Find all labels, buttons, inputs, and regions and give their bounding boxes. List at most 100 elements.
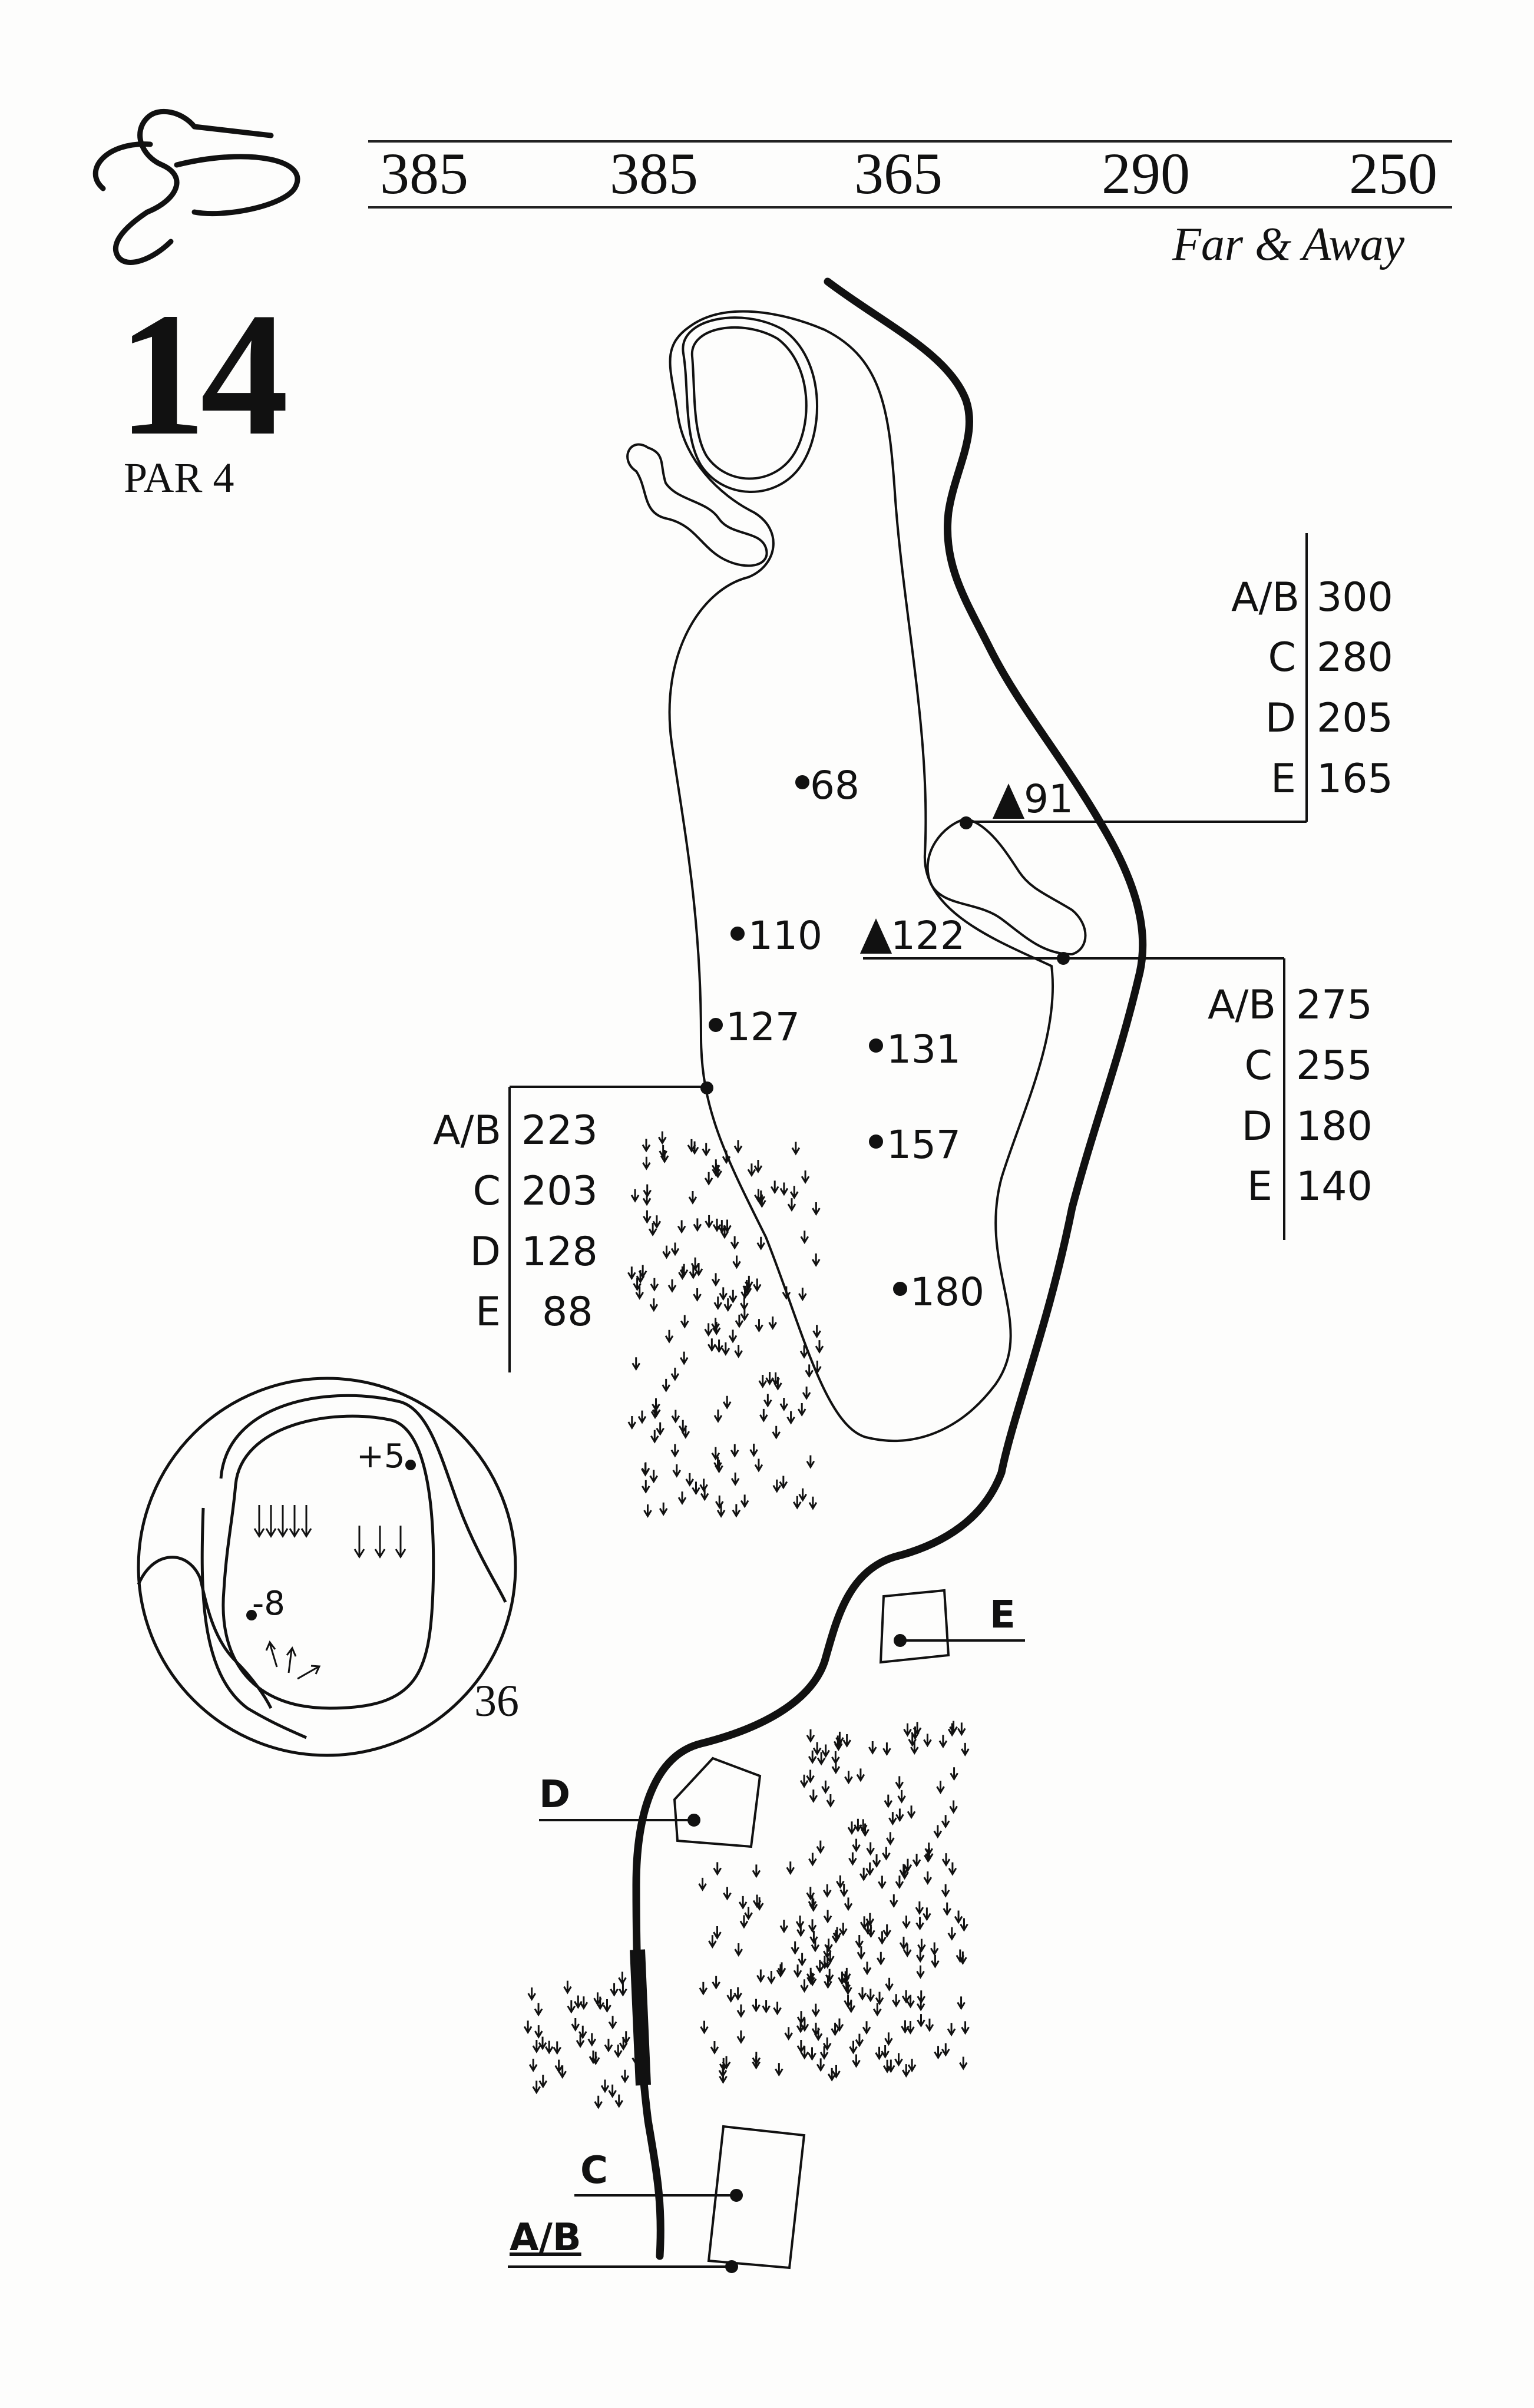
grass-tuft	[713, 1456, 722, 1470]
grass-tuft	[949, 1721, 958, 1735]
grass-tuft	[791, 1941, 799, 1955]
grass-tuft	[865, 1862, 874, 1876]
point-label-122: 122	[891, 913, 965, 958]
grass-tuft	[618, 1972, 627, 1986]
yard-value: 203	[521, 1168, 598, 1215]
grass-tuft	[865, 1913, 875, 1927]
grass-tuft	[923, 1907, 931, 1921]
grass-tuft	[699, 1478, 708, 1493]
grass-tuft	[563, 1980, 572, 1994]
tee-label: E	[1271, 756, 1296, 802]
grass-tuft	[604, 2039, 613, 2053]
grass-tuft	[806, 1971, 815, 1985]
grass-tuft	[954, 1910, 963, 1924]
grass-tuft	[733, 1140, 743, 1154]
grass-tuft	[591, 2052, 600, 2066]
grass-tuft	[882, 1924, 891, 1938]
hole-number: 14	[118, 276, 289, 472]
grass-tuft	[793, 1964, 802, 1979]
grass-tuft	[567, 2000, 576, 2014]
grass-tuft	[734, 1344, 743, 1358]
grass-tuft	[906, 1994, 915, 2009]
grass-tuft	[608, 2084, 617, 2098]
grass-tuft	[712, 1976, 720, 1990]
grass-tuft	[915, 1901, 924, 1915]
rough-tufts	[523, 1131, 970, 2109]
grass-tuft	[806, 1455, 815, 1469]
grass-tuft	[705, 1215, 713, 1229]
grass-tuft	[842, 1734, 851, 1748]
grass-tuft	[756, 1969, 765, 1983]
grass-tuft	[593, 1992, 602, 2006]
grass-tuft	[554, 2059, 563, 2073]
grass-tuft	[878, 1876, 887, 1890]
yard-value: 140	[1296, 1163, 1373, 1210]
grass-tuft	[754, 1458, 763, 1473]
grass-tuft	[758, 1375, 767, 1388]
grass-tuft	[771, 1372, 780, 1386]
point-label-127: 127	[726, 1004, 800, 1050]
green-outer	[682, 316, 818, 493]
grass-tuft	[894, 2053, 903, 2067]
grass-tuft	[822, 2037, 832, 2051]
inset-back-label: +5	[356, 1437, 405, 1476]
yardage-tee-1: 385	[380, 141, 468, 206]
grass-tuft	[827, 2068, 837, 2082]
grass-tuft	[917, 2014, 925, 2028]
yardage-tee-4: 290	[1102, 141, 1190, 206]
tee-label-d: D	[539, 1773, 571, 1817]
grass-tuft	[571, 2018, 580, 2032]
grass-tuft	[805, 1364, 814, 1378]
grass-tuft	[806, 1887, 815, 1901]
grass-tuft	[749, 1443, 758, 1457]
grass-tuft	[802, 1386, 811, 1400]
grass-tuft	[765, 1372, 774, 1385]
grass-tuft	[650, 1278, 659, 1292]
grass-tuft	[767, 1971, 776, 1984]
grass-tuft	[733, 1987, 742, 2001]
tee-label: A/B	[1231, 574, 1300, 621]
grass-tuft	[806, 1729, 815, 1743]
grass-tuft	[799, 1774, 809, 1788]
triangle-122	[859, 918, 892, 954]
grass-tuft	[576, 2034, 585, 2048]
grass-tuft	[532, 2080, 541, 2095]
dot-68	[795, 775, 809, 789]
grass-tuft	[659, 1502, 668, 1516]
yardage-tee-2: 385	[610, 141, 698, 206]
grass-tuft	[961, 2021, 970, 2035]
grass-tuft	[600, 2079, 610, 2093]
grass-tuft	[808, 1896, 817, 1909]
grass-tuft	[819, 2046, 829, 2060]
marker-dot-mid	[1057, 952, 1070, 965]
grass-tuft	[635, 1286, 644, 1300]
grass-tuft	[906, 2020, 915, 2035]
grass-tuft	[690, 1141, 699, 1155]
grass-tuft	[795, 1916, 805, 1929]
grass-tuft	[847, 1821, 857, 1835]
grass-tuft	[859, 1916, 869, 1930]
grass-tuft	[798, 1288, 807, 1301]
grass-tuft	[941, 1815, 950, 1829]
tee-label: A/B	[1208, 982, 1277, 1028]
grass-tuft	[752, 1864, 761, 1878]
grass-tuft	[662, 1378, 670, 1392]
grass-tuft	[891, 1994, 901, 2008]
grass-tuft	[702, 1143, 711, 1157]
grass-tuft	[779, 1476, 788, 1490]
grass-tuft	[957, 1722, 966, 1736]
grass-tuft	[532, 2039, 541, 2053]
yardage-tee-3: 365	[854, 141, 943, 206]
yard-value: 128	[521, 1229, 598, 1275]
grass-tuft	[632, 1357, 641, 1371]
grass-tuft	[936, 1781, 945, 1794]
grass-tuft	[713, 1926, 722, 1940]
grass-tuft	[801, 1170, 810, 1185]
grass-tuft	[700, 2020, 709, 2035]
grass-tuft	[650, 1430, 659, 1444]
grass-tuft	[823, 1955, 832, 1969]
tee-label: C	[1244, 1043, 1272, 1089]
grass-tuft	[726, 1989, 735, 2003]
grass-tuft	[907, 1805, 916, 1820]
tee-label: C	[1268, 634, 1296, 681]
